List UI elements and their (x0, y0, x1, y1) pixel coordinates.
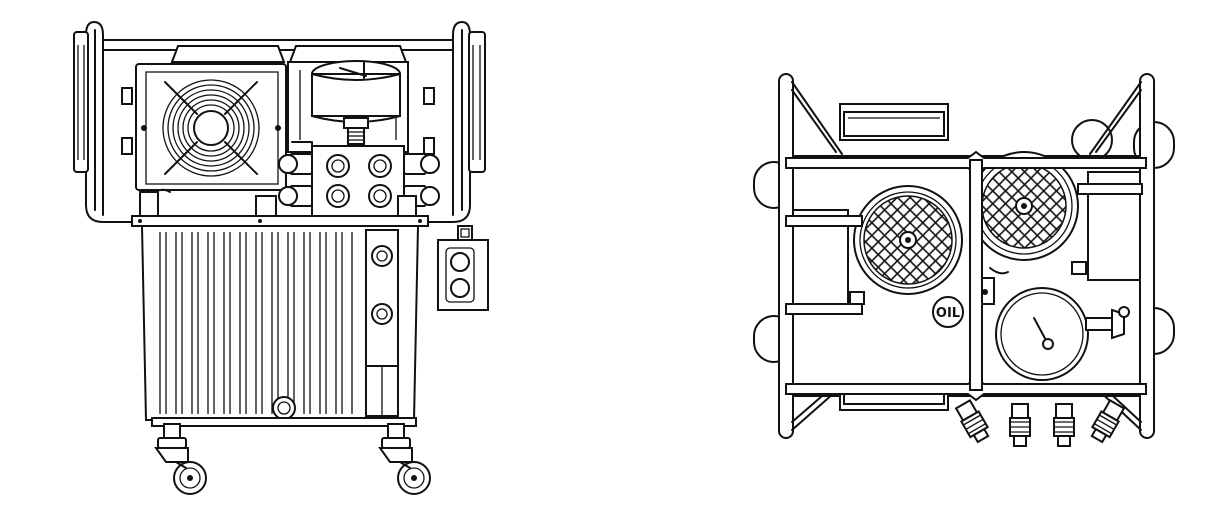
side-view (73, 21, 489, 495)
caster-wheel-right (378, 423, 431, 495)
oil-cap: OIL (932, 296, 964, 328)
top-view: OIL (753, 73, 1175, 447)
oil-tank (140, 225, 420, 427)
pressure-gauge-side (311, 60, 401, 145)
cooling-fan (135, 63, 287, 191)
quick-couplers (954, 399, 1126, 447)
bracket (255, 195, 277, 217)
roll-cage-top (778, 73, 1155, 439)
motor-cover-left (853, 185, 963, 295)
caster-wheel-left (154, 423, 207, 495)
valve-block (278, 141, 440, 217)
motor-body-left (170, 45, 286, 63)
oil-cap-label: OIL (936, 306, 960, 321)
pressure-gauge-top (995, 287, 1130, 381)
control-box (437, 225, 489, 311)
motor-side-left (791, 209, 849, 315)
tank-rim (131, 215, 429, 227)
motor-body-right (288, 45, 408, 63)
